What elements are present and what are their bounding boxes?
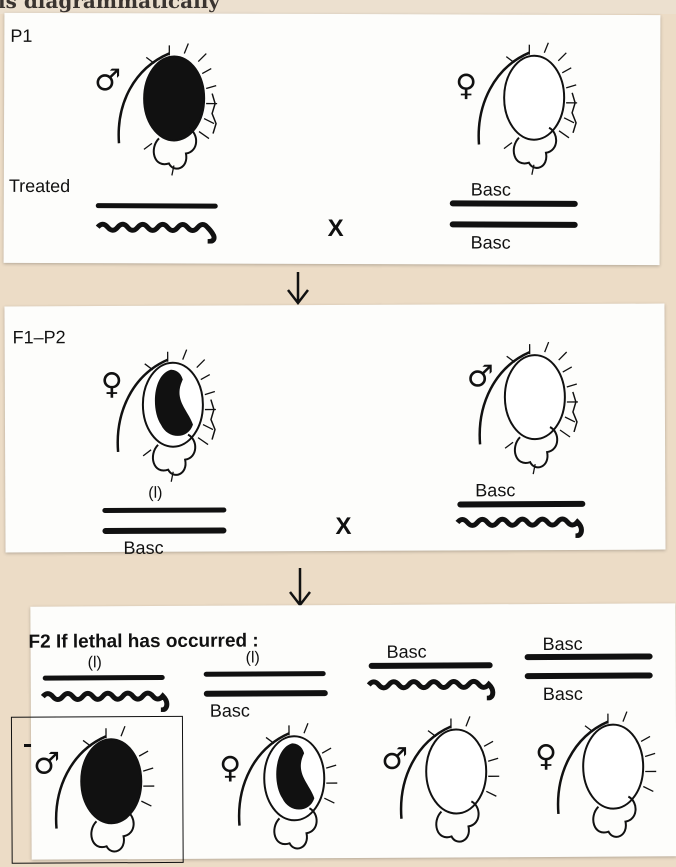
cross-symbol: X <box>335 515 351 539</box>
generation-label-f1: F1–P2 <box>13 328 66 346</box>
lethal-label: (l) <box>88 655 102 671</box>
basc-label: Basc <box>475 481 515 499</box>
lethal-label: (l) <box>246 650 260 666</box>
fly-icon-f2-female-basc <box>553 701 664 852</box>
basc-label: Basc <box>387 643 427 661</box>
chromosome-basc-2 <box>450 221 578 227</box>
fly-icon-basc-female <box>474 32 585 182</box>
page-header-fragment: is diagrammatically <box>0 0 676 14</box>
panel-f1-p2: F1–P2 ♀ (l) Basc X ♂ Basc <box>4 304 665 553</box>
lethal-label: (l) <box>148 486 162 502</box>
fly-icon-f2-female-carrier <box>234 713 345 864</box>
chromosome-basc <box>525 672 653 679</box>
chromosome-x-lethal <box>43 675 165 681</box>
basc-label-top: Basc <box>471 180 511 198</box>
chromosome-x-treated <box>96 203 218 208</box>
chromosome-x-lethal <box>204 671 326 677</box>
chromosome-y-wavy <box>367 674 502 701</box>
panel-f2: F2 If lethal has occurred : (l) ♂ (l) Ba… <box>30 603 676 859</box>
chromosome-basc <box>369 662 493 669</box>
chromosome-basc <box>457 501 585 508</box>
chromosome-basc <box>525 653 653 660</box>
basc-label-bottom: Basc <box>471 233 511 251</box>
chromosome-basc-1 <box>450 200 578 206</box>
fly-icon-treated-male <box>114 33 225 183</box>
chromosome-x-lethal <box>102 507 226 513</box>
treated-label: Treated <box>9 177 70 195</box>
chromosome-y-wavy <box>96 217 226 243</box>
basc-label: Basc <box>123 539 163 557</box>
down-arrow-icon <box>286 566 314 608</box>
chromosome-y-wavy <box>41 686 176 713</box>
generation-label-p1: P1 <box>10 27 32 45</box>
chromosome-y-wavy <box>455 512 590 539</box>
cross-symbol: X <box>328 217 344 241</box>
fly-icon-f1-female <box>113 339 224 489</box>
chromosome-basc <box>102 527 226 534</box>
fly-icon-f2-male-lethal <box>51 716 162 867</box>
basc-label: Basc <box>543 685 583 703</box>
f2-title: F2 If lethal has occurred : <box>28 631 258 651</box>
chromosome-basc <box>204 690 328 697</box>
panel-p1: P1 ♂ Treated X ♀ Basc Basc <box>4 13 661 265</box>
basc-label: Basc <box>542 635 582 653</box>
fly-icon-f1-male <box>475 332 586 482</box>
fly-icon-f2-male-basc <box>396 706 507 857</box>
page-header-text: is diagrammatically <box>0 0 220 13</box>
down-arrow-icon <box>284 270 312 306</box>
